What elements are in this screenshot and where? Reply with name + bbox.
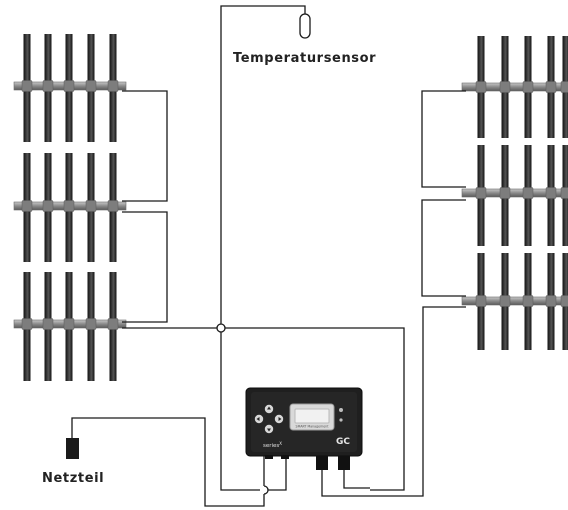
controller-unit: SMART Management seriesX GC: [245, 387, 363, 470]
tube-header: [560, 187, 568, 199]
power-supply-icon: [66, 438, 79, 459]
left-pipe-1-2: [122, 90, 168, 202]
right-pipe-2-3: [421, 199, 466, 297]
controller-link: [343, 470, 370, 489]
tube-header: [475, 187, 487, 199]
controller-brand-line: SMART Management: [296, 425, 330, 429]
left-collector-array: [13, 34, 127, 381]
tube-header: [545, 295, 557, 307]
manifold-pipe: [461, 82, 568, 92]
solar-collector: [13, 272, 127, 381]
power-supply-label: Netzteil: [42, 471, 105, 486]
tube-header: [522, 187, 534, 199]
tube-header: [475, 295, 487, 307]
left-pipe-2-3: [122, 211, 168, 323]
tube-header: [63, 318, 75, 330]
right-pipe-1-2: [421, 90, 466, 188]
solar-collector: [461, 145, 568, 246]
tube-header: [522, 295, 534, 307]
solar-collector: [13, 34, 127, 142]
tube-header: [21, 80, 33, 92]
wiring: [71, 5, 466, 507]
tube-header: [42, 318, 54, 330]
tube-header: [545, 187, 557, 199]
controller-logo: GC: [336, 437, 350, 447]
tube-header: [21, 318, 33, 330]
controller-pipe-port: [316, 456, 328, 470]
left-outlet-pipe: [122, 327, 405, 491]
solar-collector: [461, 36, 568, 138]
tube-header: [107, 80, 119, 92]
power-cable: [71, 417, 269, 507]
controller-series-label: seriesX: [263, 441, 282, 449]
status-led-icon: [339, 418, 343, 422]
tube-header: [63, 80, 75, 92]
tube-header: [107, 318, 119, 330]
solar-collector: [13, 153, 127, 262]
status-led-icon: [339, 408, 343, 412]
tube-header: [499, 81, 511, 93]
manifold-pipe: [461, 188, 568, 198]
tube-header: [499, 187, 511, 199]
tube-header: [560, 81, 568, 93]
controller-port: [265, 455, 273, 459]
tube-header: [42, 200, 54, 212]
tube-header: [21, 200, 33, 212]
tube-header: [85, 200, 97, 212]
right-outlet-pipe: [321, 306, 466, 497]
tube-header: [499, 295, 511, 307]
tube-header: [475, 81, 487, 93]
tube-header: [85, 318, 97, 330]
tube-header: [107, 200, 119, 212]
sensor-cable-bridge: [216, 323, 222, 333]
temperature-sensor-label: Temperatursensor: [233, 51, 377, 66]
tube-header: [545, 81, 557, 93]
sensor-cable: [220, 5, 306, 491]
manifold-pipe: [461, 296, 568, 306]
controller-pipe-port: [338, 456, 350, 470]
controller-keypad-icon: [254, 404, 284, 434]
tube-header: [522, 81, 534, 93]
tube-header: [42, 80, 54, 92]
tube-header: [85, 80, 97, 92]
temperature-sensor-icon: [299, 13, 311, 39]
tube-header: [560, 295, 568, 307]
controller-port: [281, 455, 289, 459]
solar-collector: [461, 253, 568, 350]
right-collector-array: [461, 36, 568, 350]
tube-header: [63, 200, 75, 212]
